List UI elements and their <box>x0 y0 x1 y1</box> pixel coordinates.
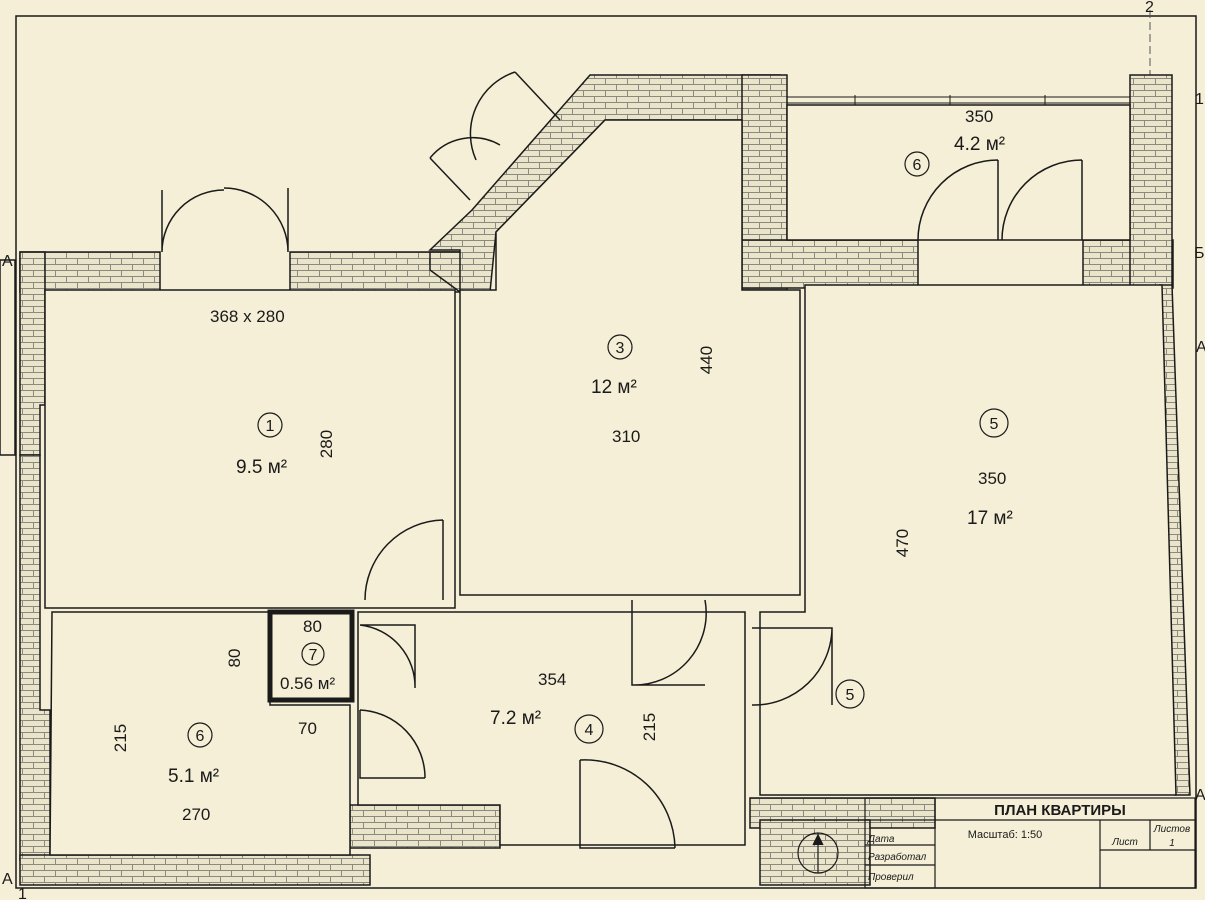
doors <box>161 71 1083 849</box>
axis-1-right: 1 <box>1195 91 1204 108</box>
balcony-door-lower <box>429 136 501 201</box>
room-6-bath-depth: 80 <box>225 649 244 668</box>
axis-a-right-lower: A <box>1195 787 1205 804</box>
room-7-marker <box>301 642 325 666</box>
title-block <box>797 797 1196 889</box>
room-6-bath-door-width: 70 <box>298 719 317 738</box>
room-1-number: 1 <box>266 418 275 435</box>
room-6-balcony-number: 6 <box>913 157 922 174</box>
entry-door-left-leaf <box>161 189 225 253</box>
room-6-balcony-width: 350 <box>965 107 993 126</box>
title-block-date-label: Дата <box>867 834 895 845</box>
room-1-outline <box>44 289 456 609</box>
room-3-height: 440 <box>697 346 716 374</box>
balcony-door-6a <box>917 159 999 241</box>
window-left <box>0 259 16 456</box>
room-6-bath-width: 270 <box>182 805 210 824</box>
room-5-number: 5 <box>990 416 999 433</box>
wall-bottom-balcony <box>741 239 919 289</box>
balcony-door-6b <box>1001 159 1083 241</box>
room-3-area: 12 м² <box>591 377 637 398</box>
sheet-frame <box>15 15 1197 889</box>
room-7-outline <box>267 609 355 703</box>
room-1-marker <box>257 412 283 438</box>
room-5-marker <box>979 408 1009 438</box>
wall-bottom-center <box>349 804 501 849</box>
room-3-outline <box>459 119 801 596</box>
axis-1-bottom: 1 <box>18 886 27 900</box>
axis-2-top: 2 <box>1145 0 1154 16</box>
room-6-bath-height: 215 <box>111 724 130 752</box>
axis-b-right: Б <box>1194 245 1205 262</box>
room-4-marker <box>574 714 604 744</box>
room-5-outline <box>759 284 1177 796</box>
balcony-door-upper <box>469 71 561 161</box>
room-1-height: 280 <box>317 430 336 458</box>
room-4-number: 4 <box>585 722 594 739</box>
room-5-area: 17 м² <box>967 508 1013 529</box>
wall-bottom-left <box>19 854 371 886</box>
room-7-door <box>359 624 416 689</box>
room-6-bath-area: 5.1 м² <box>168 766 219 787</box>
title-block-scale: Масштаб: 1:50 <box>968 829 1043 841</box>
external-walls <box>19 74 1191 886</box>
title-block-developed-label: Разработал <box>868 851 927 863</box>
wall-left-upper <box>19 251 46 456</box>
interior-walls <box>44 104 1177 856</box>
title-block-title: ПЛАН КВАРТИРЫ <box>994 802 1126 819</box>
room-5-door <box>751 627 833 706</box>
room-5-width: 350 <box>978 469 1006 488</box>
room-3-width: 310 <box>612 427 640 446</box>
room-4-area: 7.2 м² <box>490 708 541 729</box>
room-3-marker <box>607 334 633 360</box>
room-5-height: 470 <box>893 529 912 557</box>
room-4-width: 354 <box>538 670 566 689</box>
room-6-balcony-area: 4.2 м² <box>954 134 1005 155</box>
wall-balcony-right <box>1129 74 1173 289</box>
title-block-sheets-label: Листов <box>1153 824 1190 835</box>
axis-a-right-upper: A <box>1196 339 1205 356</box>
title-block-sheet-label: Лист <box>1111 837 1138 848</box>
room-6-balcony-outline <box>786 104 1131 241</box>
room-5-lower-marker <box>835 679 865 709</box>
room-1-door <box>364 519 444 601</box>
room-6-door <box>359 709 426 779</box>
balcony-glazing <box>787 95 1130 105</box>
room-1-dims: 368 x 280 <box>210 307 285 326</box>
room-5-lower-number: 5 <box>846 687 855 704</box>
room-7-width: 80 <box>303 617 322 636</box>
entrance-door <box>579 759 676 849</box>
title-block-sheets-count: 1 <box>1169 838 1175 849</box>
room-7-number: 7 <box>309 647 318 664</box>
room-4-height: 215 <box>640 713 659 741</box>
room-3-door <box>631 599 707 686</box>
entry-door-right-leaf <box>223 187 289 253</box>
room-6-bath-marker <box>187 722 213 748</box>
room-6-bath-number: 6 <box>196 728 205 745</box>
wall-bottom-right-corner <box>759 819 871 886</box>
room-6-balcony-marker <box>904 151 930 177</box>
title-block-checked-label: Проверил <box>868 872 914 883</box>
axis-a-bottom-left: A <box>2 871 13 888</box>
axis-a-top-left: A <box>2 253 13 270</box>
room-1-area: 9.5 м² <box>236 457 287 478</box>
room-7-area: 0.56 м² <box>280 674 335 693</box>
room-3-number: 3 <box>616 340 625 357</box>
